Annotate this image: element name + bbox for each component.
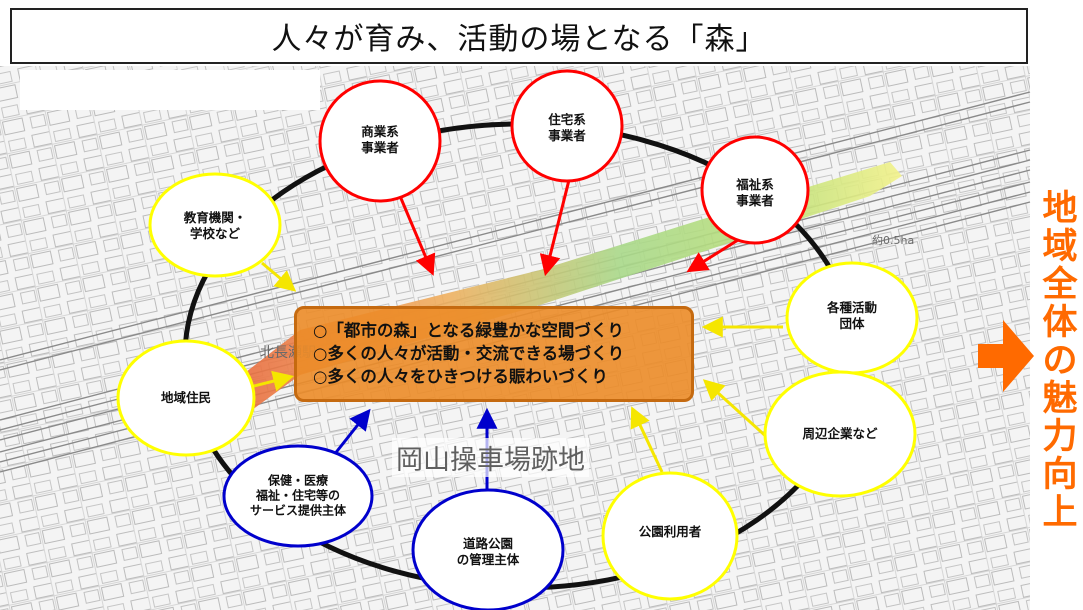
node-circle-hoken (222, 444, 374, 548)
node-circle-doro (411, 488, 565, 610)
area-label: 約0.5ha (872, 234, 915, 247)
orange-right-arrow (978, 320, 1034, 392)
node-label-shuhen: 周辺企業など (802, 426, 877, 442)
regional-appeal-label: 地 域 全 体 の 魅 力 向 上 (1040, 190, 1080, 532)
node-label-fukushi: 福祉系 事業者 (736, 177, 774, 209)
node-label-kyoiku: 教育機関・ 学校など (184, 210, 247, 242)
node-text: 学校など (189, 226, 241, 241)
node-text: 各種活動 (826, 300, 878, 315)
node-text: 周辺企業など (802, 426, 878, 441)
node-text: 教育機関・ (183, 210, 247, 225)
page-title: 人々が育み、活動の場となる「森」 (10, 8, 1028, 64)
node-text: 福祉系 (736, 177, 774, 192)
node-text: 保健・医療 (267, 473, 329, 488)
goal-line-2: ○多くの人々が活動・交流できる場づくり (313, 344, 625, 363)
node-circle-kyoiku (148, 172, 282, 278)
node-text: 事業者 (548, 128, 586, 143)
central-goals-box: ○「都市の森」となる緑豊かな空間づくり ○多くの人々が活動・交流できる場づくり … (294, 306, 694, 402)
side-char: の (1042, 341, 1078, 381)
node-label-kakushu: 各種活動 団体 (827, 300, 877, 332)
side-char: 向 (1042, 455, 1078, 495)
goal-line-3: ○多くの人々をひきつける賑わいづくり (313, 367, 608, 386)
node-text: 事業者 (736, 193, 774, 208)
node-text: 道路公園 (462, 536, 514, 551)
node-text: 事業者 (361, 140, 399, 155)
node-label-chiiki: 地域住民 (161, 390, 211, 406)
node-circle-chiiki (116, 339, 256, 457)
node-text: の管理主体 (456, 552, 520, 567)
node-text: 福祉・住宅等の (255, 488, 341, 503)
stakeholder-arrows (245, 175, 783, 490)
node-label-hoken: 保健・医療 福祉・住宅等の サービス提供主体 (250, 474, 346, 519)
node-circle-shuhen (763, 370, 917, 498)
node-circle-koen (601, 471, 739, 601)
side-char: 上 (1042, 493, 1078, 533)
side-char: 体 (1042, 303, 1078, 343)
map-blank-area (20, 70, 320, 110)
node-text: 地域住民 (160, 390, 212, 405)
node-circle-shogyo (318, 79, 442, 203)
node-circle-fukushi (700, 135, 810, 245)
node-text: 住宅系 (548, 112, 586, 127)
node-text: 公園利用者 (638, 524, 702, 539)
node-label-koen: 公園利用者 (639, 524, 702, 540)
node-label-jutaku: 住宅系 事業者 (548, 112, 586, 144)
side-char: 力 (1042, 417, 1078, 457)
side-char: 域 (1042, 227, 1078, 267)
side-char: 地 (1042, 189, 1078, 229)
node-text: 団体 (839, 316, 865, 331)
site-name-label: 岡山操車場跡地 (392, 438, 589, 477)
node-text: サービス提供主体 (249, 503, 347, 518)
node-text: 商業系 (361, 124, 399, 139)
node-label-shogyo: 商業系 事業者 (361, 124, 399, 156)
side-char: 魅 (1042, 379, 1078, 419)
goal-line-1: ○「都市の森」となる緑豊かな空間づくり (313, 321, 624, 340)
node-label-doro: 道路公園 の管理主体 (457, 536, 520, 568)
side-char: 全 (1042, 265, 1078, 305)
stakeholder-nodes (116, 69, 919, 610)
node-circle-jutaku (510, 69, 624, 183)
